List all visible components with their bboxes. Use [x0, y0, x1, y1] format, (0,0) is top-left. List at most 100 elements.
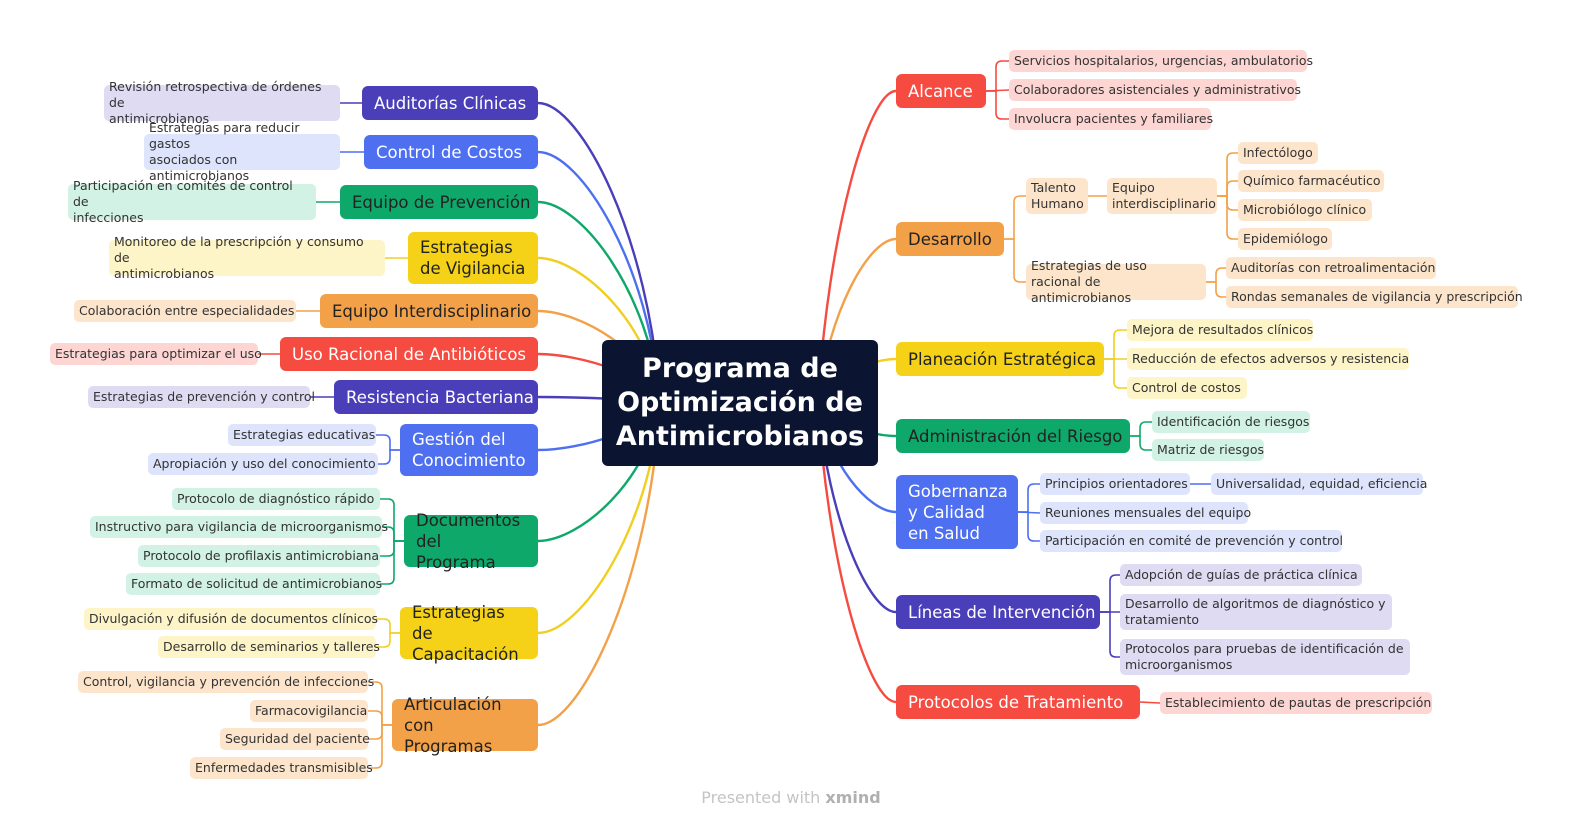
topic-prevencion[interactable]: Equipo de Prevención — [340, 185, 538, 219]
subtopic-riesgo[interactable]: Matriz de riesgos — [1152, 439, 1264, 461]
subtopic-desarrollo[interactable]: Auditorías con retroalimentación — [1226, 257, 1436, 279]
subtopic-gobernanza[interactable]: Universalidad, equidad, eficiencia — [1211, 473, 1427, 495]
subtopic-planeacion[interactable]: Control de costos — [1127, 377, 1247, 399]
node-text-line: Estrategias de — [412, 602, 505, 643]
subtopic-intervencion[interactable]: Adopción de guías de práctica clínica — [1120, 564, 1362, 586]
node-text-line: Estrategias de prevención y control — [93, 389, 315, 404]
subtopic-documentos[interactable]: Instructivo para vigilancia de microorga… — [90, 516, 388, 538]
node-text-line: Equipo — [1112, 180, 1155, 195]
subtopic-capacitacion[interactable]: Desarrollo de seminarios y talleres — [158, 636, 380, 658]
topic-interdisciplinario[interactable]: Equipo Interdisciplinario — [320, 294, 538, 328]
subtopic-interdisciplinario[interactable]: Colaboración entre especialidades — [74, 300, 296, 322]
topic-alcance[interactable]: Alcance — [896, 74, 986, 108]
subtopic-planeacion[interactable]: Mejora de resultados clínicos — [1127, 319, 1313, 341]
connector-line — [1205, 281, 1227, 298]
node-text-line: Microbiólogo clínico — [1243, 202, 1367, 217]
subtopic-desarrollo[interactable]: Epidemiólogo — [1238, 228, 1332, 250]
connector-line — [1003, 238, 1027, 283]
subtopic-intervencion[interactable]: Protocolos para pruebas de identificació… — [1120, 639, 1410, 675]
subtopic-articulacion[interactable]: Control, vigilancia y prevención de infe… — [78, 671, 374, 693]
subtopic-gobernanza[interactable]: Principios orientadores — [1040, 473, 1190, 495]
subtopic-gobernanza[interactable]: Participación en comité de prevención y … — [1040, 530, 1343, 552]
subtopic-desarrollo[interactable]: Rondas semanales de vigilancia y prescri… — [1226, 286, 1523, 308]
subtopic-documentos[interactable]: Formato de solicitud de antimicrobianos — [126, 573, 382, 595]
topic-riesgo[interactable]: Administración del Riesgo — [896, 419, 1130, 453]
connector-line — [1216, 180, 1239, 197]
node-text-line: microorganismos — [1125, 657, 1233, 672]
node-text-line: infecciones — [73, 210, 144, 225]
topic-resistencia[interactable]: Resistencia Bacteriana — [334, 380, 538, 414]
subtopic-documentos[interactable]: Protocolo de diagnóstico rápido — [172, 488, 380, 510]
subtopic-articulacion[interactable]: Seguridad del paciente — [220, 728, 370, 750]
connector-line — [375, 434, 401, 451]
topic-auditorias[interactable]: Auditorías Clínicas — [362, 86, 538, 120]
connector-line — [985, 60, 1010, 92]
node-text-line: Matriz de riesgos — [1157, 442, 1265, 457]
subtopic-alcance[interactable]: Colaboradores asistenciales y administra… — [1009, 79, 1301, 101]
connector-line — [1103, 358, 1128, 389]
subtopic-planeacion[interactable]: Reducción de efectos adversos y resisten… — [1127, 348, 1409, 370]
topic-desarrollo[interactable]: Desarrollo — [896, 222, 1004, 256]
connector-line — [1129, 435, 1153, 451]
subtopic-alcance[interactable]: Servicios hospitalarios, urgencias, ambu… — [1009, 50, 1313, 72]
subtopic-conocimiento[interactable]: Apropiación y uso del conocimiento — [148, 453, 378, 475]
node-text-line: Estrategias educativas — [233, 427, 376, 442]
node-text-line: Servicios hospitalarios, urgencias, ambu… — [1014, 53, 1314, 68]
topic-planeacion[interactable]: Planeación Estratégica — [896, 342, 1104, 376]
subtopic-riesgo[interactable]: Identificación de riesgos — [1152, 411, 1310, 433]
node-text-line: Adopción de guías de práctica clínica — [1125, 567, 1358, 582]
subtopic-capacitacion[interactable]: Divulgación y difusión de documentos clí… — [84, 608, 378, 630]
connector-line — [367, 710, 393, 726]
topic-intervencion[interactable]: Líneas de Intervención — [896, 595, 1100, 629]
node-text-line: Enfermedades transmisibles — [195, 760, 373, 775]
connector-line — [1103, 329, 1128, 360]
central-topic[interactable]: Programa de Optimización de Antimicrobia… — [602, 340, 878, 466]
subtopic-articulacion[interactable]: Farmacovigilancia — [250, 700, 368, 722]
subtopic-protocolos[interactable]: Establecimiento de pautas de prescripció… — [1160, 692, 1432, 714]
node-text-line: Talento — [1031, 180, 1076, 195]
subtopic-vigilancia[interactable]: Monitoreo de la prescripción y consumo d… — [109, 234, 385, 281]
subtopic-resistencia[interactable]: Estrategias de prevención y control — [88, 386, 315, 408]
node-text-line: Uso Racional de Antibióticos — [292, 344, 527, 364]
subtopic-alcance[interactable]: Involucra pacientes y familiares — [1009, 108, 1213, 130]
subtopic-gobernanza[interactable]: Reuniones mensuales del equipo — [1040, 502, 1251, 524]
topic-costos[interactable]: Control de Costos — [364, 135, 538, 169]
node-text-line: del Programa — [416, 531, 496, 572]
topic-uso-racional[interactable]: Uso Racional de Antibióticos — [280, 337, 538, 371]
node-text-line: Administración del Riesgo — [908, 426, 1123, 446]
topic-protocolos[interactable]: Protocolos de Tratamiento — [896, 685, 1140, 719]
connector-line — [1017, 511, 1041, 514]
subtopic-desarrollo[interactable]: Microbiólogo clínico — [1238, 199, 1372, 221]
node-text-line: Mejora de resultados clínicos — [1132, 322, 1314, 337]
xmind-logo-text: xmind — [825, 788, 881, 807]
subtopic-uso-racional[interactable]: Estrategias para optimizar el uso — [50, 343, 262, 365]
node-text-line: Conocimiento — [412, 451, 526, 470]
node-text-line: Control de Costos — [376, 142, 523, 162]
node-text-line: Articulación — [404, 694, 502, 714]
node-text-line: asociados con antimicrobianos — [149, 152, 250, 183]
subtopic-desarrollo[interactable]: Infectólogo — [1238, 142, 1318, 164]
connector-line — [1099, 611, 1121, 658]
subtopic-conocimiento[interactable]: Estrategias educativas — [228, 424, 376, 446]
node-text-line: Apropiación y uso del conocimiento — [153, 456, 376, 471]
subtopic-desarrollo[interactable]: Químico farmacéutico — [1238, 170, 1384, 192]
subtopic-documentos[interactable]: Protocolo de profilaxis antimicrobiana — [138, 545, 380, 567]
node-text-line: Protocolo de diagnóstico rápido — [177, 491, 375, 506]
subtopic-articulacion[interactable]: Enfermedades transmisibles — [190, 757, 373, 779]
node-text-line: Establecimiento de pautas de prescripció… — [1165, 695, 1432, 710]
subtopic-intervencion[interactable]: Desarrollo de algoritmos de diagnóstico … — [1120, 594, 1392, 630]
node-text-line: racional de antimicrobianos — [1031, 274, 1132, 305]
